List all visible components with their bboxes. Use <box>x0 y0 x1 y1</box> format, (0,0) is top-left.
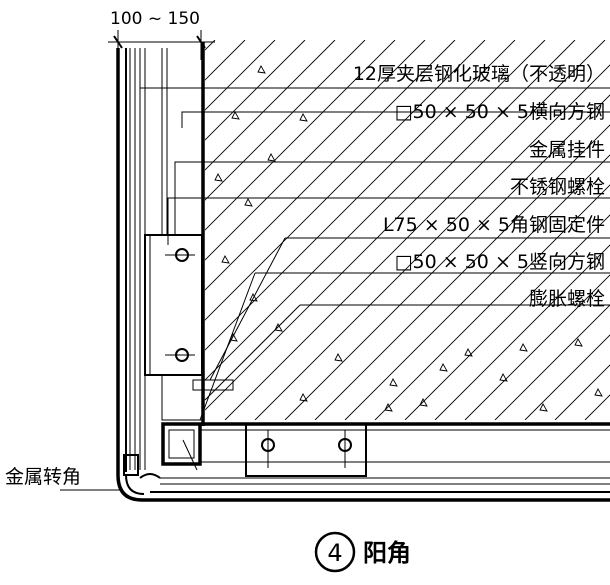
label-glass: 12厚夹层钢化玻璃（不透明） <box>353 63 605 85</box>
title-text: 阳角 <box>363 539 411 567</box>
metal-corner-piece <box>116 473 161 502</box>
callout-labels: 12厚夹层钢化玻璃（不透明） □50 × 50 × 5横向方钢 金属挂件 不锈钢… <box>5 63 605 488</box>
detail-title: 4 阳角 <box>314 531 411 573</box>
dimension-text: 100 ~ 150 <box>110 9 200 29</box>
label-expansion-bolt: 膨胀螺栓 <box>529 288 605 310</box>
label-vertical-tube: □50 × 50 × 5竖向方钢 <box>395 251 605 273</box>
label-stainless-bolt: 不锈钢螺栓 <box>510 176 605 198</box>
corner-square-tube <box>161 422 202 471</box>
vertical-glass-panel <box>116 48 168 476</box>
aggregate-triangles <box>214 65 603 412</box>
label-horizontal-tube: □50 × 50 × 5横向方钢 <box>395 101 605 123</box>
vertical-square-tube <box>144 234 234 421</box>
concrete-wall-hatch <box>205 40 610 420</box>
title-number: 4 <box>327 539 342 567</box>
label-angle-steel: L75 × 50 × 5角钢固定件 <box>383 214 605 236</box>
label-metal-corner: 金属转角 <box>5 466 81 488</box>
horizontal-glass-panel <box>150 423 610 502</box>
leader-lines <box>60 87 610 491</box>
label-metal-hanger: 金属挂件 <box>529 139 605 161</box>
title-number-circle <box>314 531 356 573</box>
